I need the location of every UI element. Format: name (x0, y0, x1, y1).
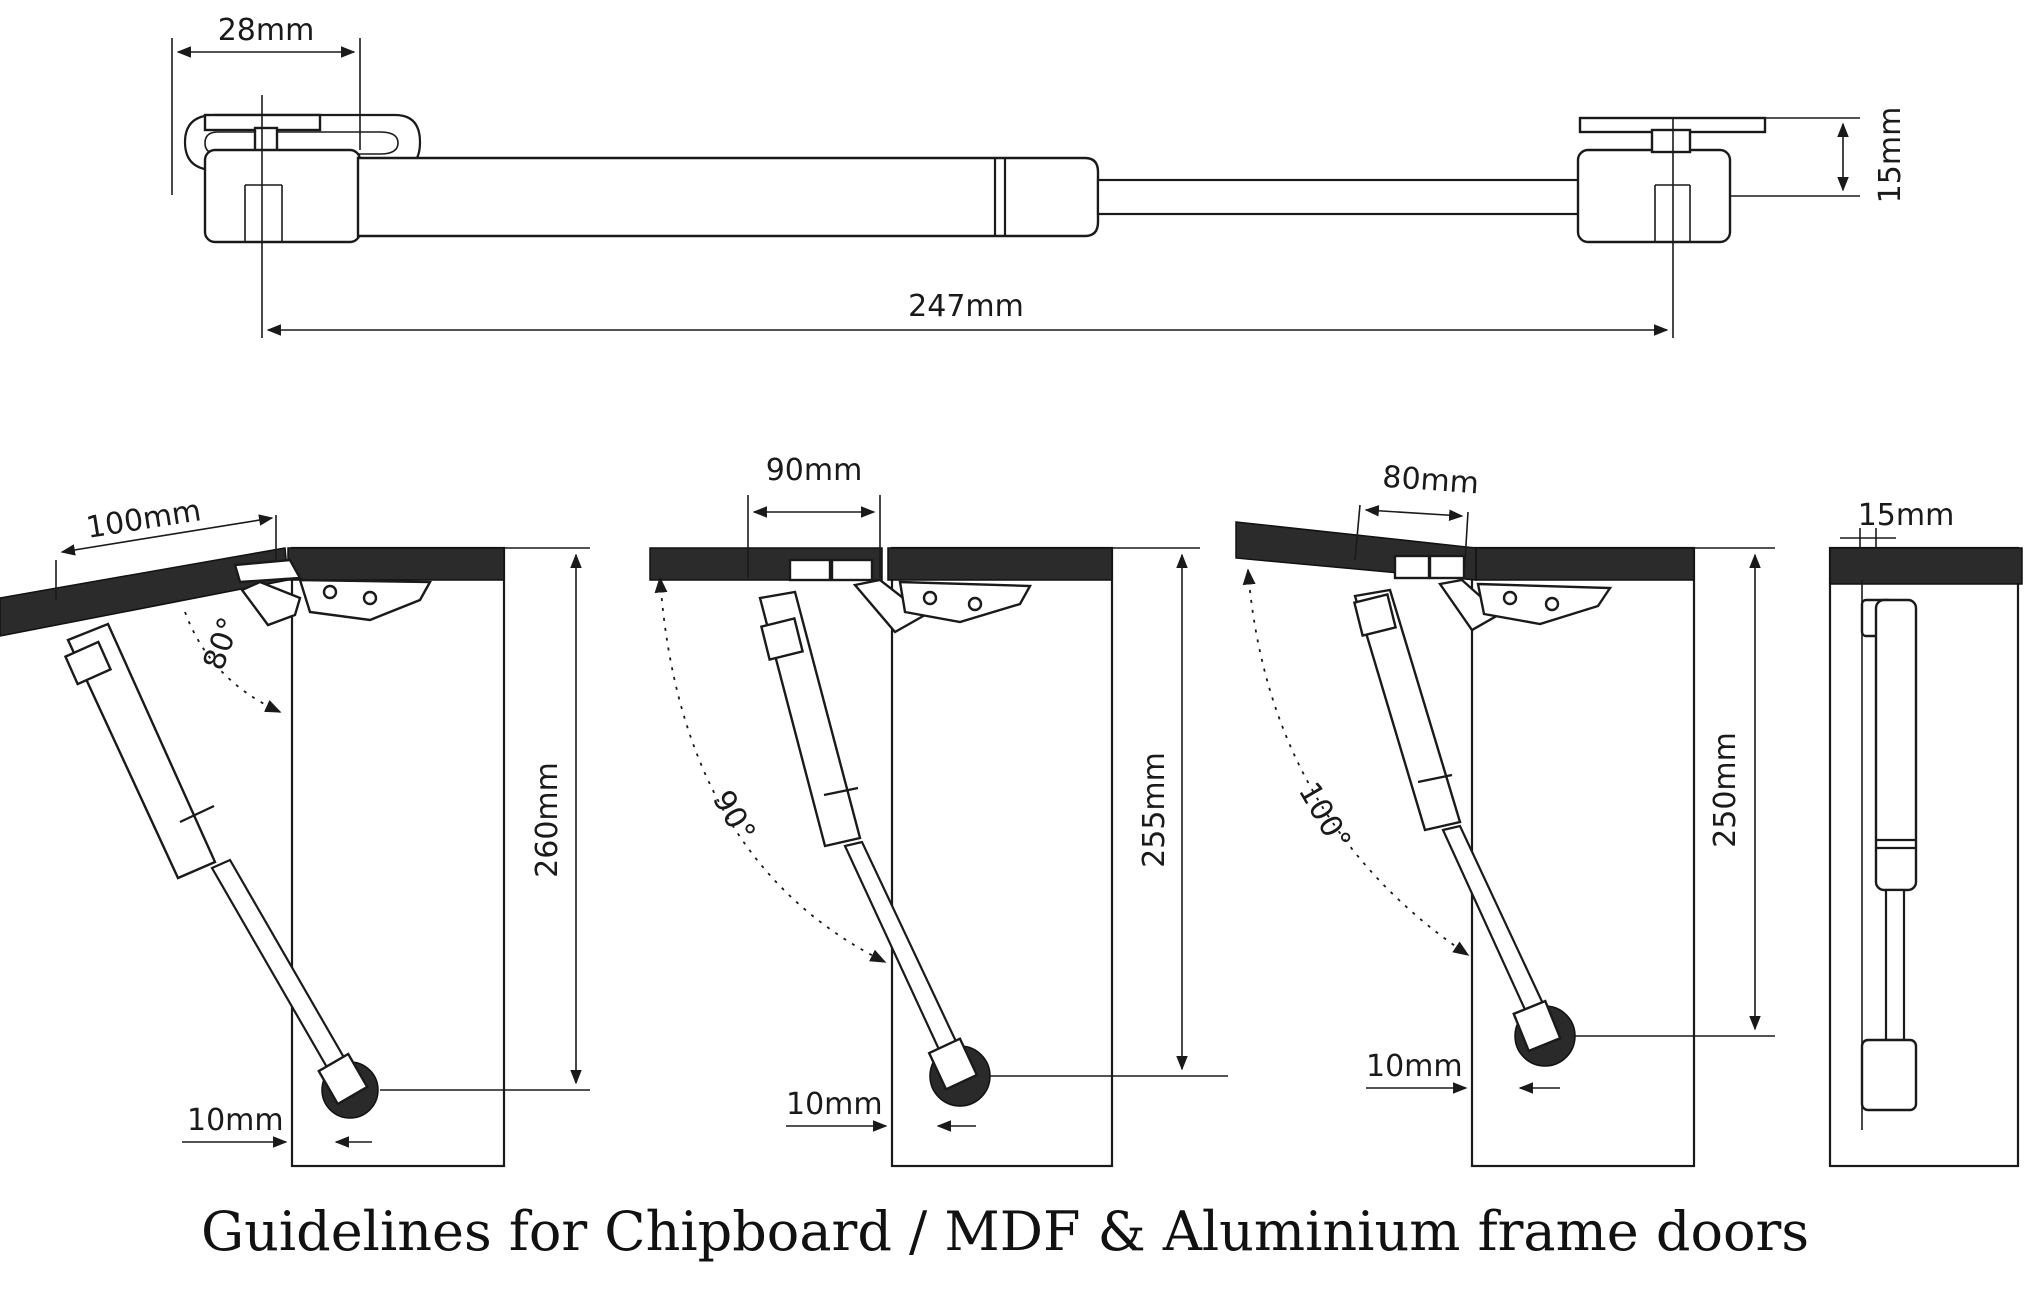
bracket-width-label: 28mm (218, 13, 315, 48)
panel-3-offset-label: 80mm (1381, 460, 1480, 502)
installation-panel-closed: 15mm (1828, 498, 2023, 1168)
panel-2-angle-label: 90° (705, 785, 762, 849)
panel-3-edge-label: 10mm (1366, 1049, 1463, 1084)
panel-2-height-label: 255mm (1137, 752, 1172, 868)
bracket-height-label: 15mm (1873, 107, 1908, 204)
closed-view-offset-label: 15mm (1858, 498, 1955, 533)
strut-length-label: 247mm (908, 289, 1024, 324)
panel-3-height-label: 250mm (1708, 732, 1743, 848)
panel-1-edge-label: 10mm (187, 1103, 284, 1138)
installation-panel-80: 80° 100mm 260mm 10mm (0, 493, 590, 1168)
panel-2-edge-label: 10mm (786, 1087, 883, 1122)
panel-1-angle-label: 80° (197, 613, 248, 675)
installation-panel-90: 90° 90mm 255mm 10mm (649, 453, 1228, 1168)
panel-3-angle-label: 100° (1291, 777, 1357, 857)
strut-top-view: 28mm 247mm 15mm (171, 13, 1908, 338)
installation-panel-100: 100° 80mm 250mm 10mm (1235, 460, 1775, 1168)
diagram-caption: Guidelines for Chipboard / MDF & Alumini… (201, 1200, 1809, 1263)
panel-1-height-label: 260mm (530, 762, 565, 878)
panel-2-offset-label: 90mm (766, 453, 863, 488)
